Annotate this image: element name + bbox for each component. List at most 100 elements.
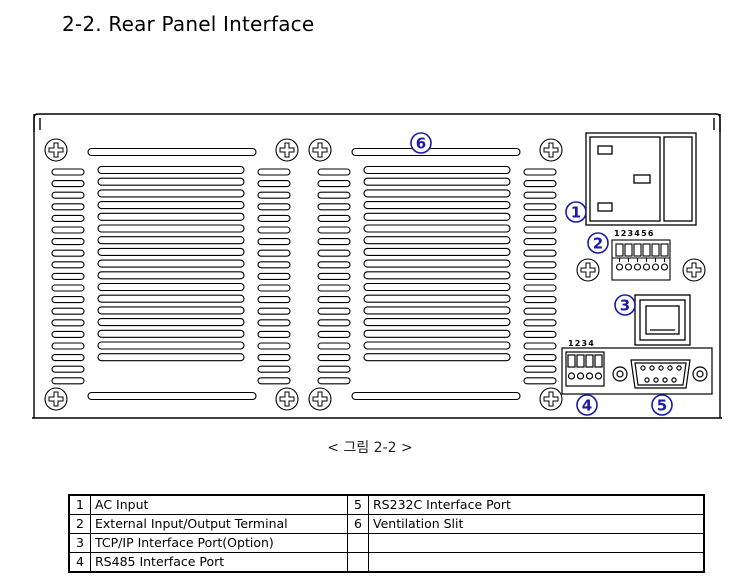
vent-slot — [257, 365, 291, 373]
vent-slot — [523, 284, 557, 292]
callout-5: 5 — [651, 394, 673, 416]
vent-slot — [523, 272, 557, 280]
vent-slot — [317, 365, 351, 373]
tcpip-port — [634, 294, 691, 346]
vent-slot — [97, 282, 245, 292]
vent-slot — [523, 191, 557, 199]
vent-slot — [523, 214, 557, 222]
screw-icon — [682, 258, 706, 282]
vent-slot — [523, 261, 557, 269]
vent-slot — [257, 342, 291, 350]
vent-slot — [523, 238, 557, 246]
callout-2: 2 — [587, 232, 609, 254]
vent-slot — [317, 261, 351, 269]
terminal-pin — [624, 243, 633, 257]
vent-slot — [363, 201, 511, 210]
vent-slot — [51, 377, 85, 385]
vent-slot — [51, 365, 85, 373]
vent-slot — [363, 236, 511, 245]
vent-slot — [317, 180, 351, 188]
vent-slot — [317, 319, 351, 327]
vent-slot — [363, 282, 511, 292]
vent-slot — [317, 272, 351, 280]
vent-slot — [51, 330, 85, 338]
vent-slot — [523, 226, 557, 234]
vent-slot — [97, 236, 245, 245]
vent-slot — [351, 391, 521, 401]
screw-icon — [275, 387, 299, 411]
legend-number — [347, 533, 369, 553]
terminal-pin — [660, 243, 669, 257]
vent-slot — [317, 284, 351, 292]
callout-1: 1 — [565, 201, 587, 223]
vent-slot — [257, 377, 291, 385]
vent-slot — [363, 306, 511, 315]
vent-slot — [317, 249, 351, 257]
legend-label: AC Input — [90, 494, 348, 515]
panel-frame — [32, 113, 722, 419]
vent-slot — [257, 261, 291, 269]
screw-icon — [308, 387, 332, 411]
vent-slot — [363, 247, 511, 256]
vent-slot — [51, 261, 85, 269]
callout-number: 1 — [571, 204, 581, 222]
vent-slot — [363, 341, 511, 350]
vent-slot — [97, 165, 245, 175]
terminal-pin — [594, 354, 603, 368]
vent-slot — [51, 272, 85, 280]
vent-slot — [51, 296, 85, 304]
screw-icon — [539, 387, 563, 411]
vent-slot — [257, 296, 291, 304]
vent-slot — [523, 296, 557, 304]
vent-slot — [97, 189, 245, 198]
vent-slot — [257, 226, 291, 234]
vent-slot — [97, 224, 245, 233]
terminal-pin — [615, 243, 624, 257]
callout-number: 2 — [593, 235, 603, 253]
interface-plate — [561, 347, 713, 395]
vent-slot — [523, 377, 557, 385]
vent-slot — [51, 191, 85, 199]
vent-slot — [363, 189, 511, 198]
vent-slot — [257, 238, 291, 246]
vent-slot — [51, 284, 85, 292]
figure-caption: < 그림 2-2 > — [327, 440, 413, 456]
vent-slot — [257, 330, 291, 338]
vent-slot — [523, 330, 557, 338]
vent-slot — [257, 168, 291, 176]
vent-slot — [257, 319, 291, 327]
vent-slot — [51, 249, 85, 257]
vent-slot — [363, 271, 511, 280]
vent-slot — [51, 307, 85, 315]
vent-slot — [97, 259, 245, 268]
vent-slot — [97, 247, 245, 256]
terminal4-pin-labels: 1234 — [568, 339, 595, 348]
ac-input-socket — [585, 132, 697, 226]
vent-slot — [97, 177, 245, 186]
screw-icon — [275, 138, 299, 162]
screw-icon — [44, 138, 68, 162]
vent-slot — [523, 203, 557, 211]
vent-slot — [317, 296, 351, 304]
vent-slot — [523, 354, 557, 362]
callout-number: 5 — [657, 397, 667, 415]
vent-slot — [317, 330, 351, 338]
callout-number: 4 — [582, 397, 592, 415]
legend-number: 2 — [68, 514, 91, 534]
vent-slot — [317, 203, 351, 211]
terminal-pin — [651, 243, 660, 257]
vent-slot — [363, 353, 511, 362]
legend-number: 5 — [347, 494, 369, 515]
screw-icon — [308, 138, 332, 162]
legend-number — [347, 552, 369, 573]
vent-slot — [257, 307, 291, 315]
external-io-terminal — [611, 239, 671, 281]
vent-slot — [97, 271, 245, 280]
vent-slot — [363, 177, 511, 186]
terminal2-pin-labels: 123456 — [614, 229, 655, 238]
vent-slot — [523, 180, 557, 188]
legend-label — [368, 533, 705, 553]
